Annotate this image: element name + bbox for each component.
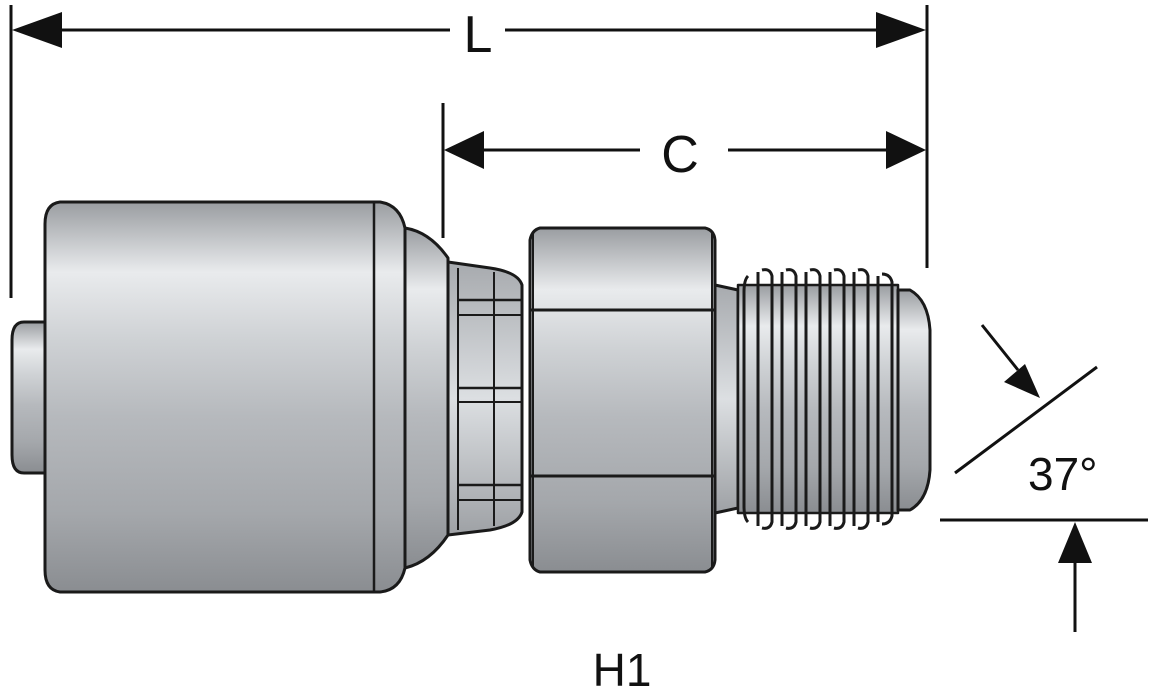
thread-ridges bbox=[742, 268, 900, 530]
neck bbox=[403, 226, 450, 570]
center-dimension: C bbox=[444, 126, 926, 184]
fitting bbox=[10, 200, 932, 594]
thread-body bbox=[736, 283, 900, 515]
center-arrow-left bbox=[444, 131, 484, 169]
hose-stub bbox=[10, 320, 52, 475]
part-label: H1 bbox=[593, 644, 652, 694]
angle-arrow-bottom bbox=[1058, 522, 1092, 563]
angle-arrow-top bbox=[1004, 364, 1040, 398]
angle-flare-line bbox=[954, 365, 1098, 475]
hex-nut bbox=[528, 226, 717, 574]
angle-label: 37° bbox=[1028, 448, 1098, 500]
extension-lines bbox=[9, 5, 929, 298]
center-label: C bbox=[661, 126, 699, 184]
length-dimension: L bbox=[12, 6, 926, 64]
thread-shoulder bbox=[713, 283, 740, 515]
length-arrow-left bbox=[12, 12, 62, 48]
length-arrow-right bbox=[876, 12, 926, 48]
ferrule bbox=[43, 200, 407, 594]
center-arrow-right bbox=[886, 131, 926, 169]
flare-nose bbox=[896, 288, 932, 512]
length-label: L bbox=[464, 6, 493, 64]
angle-indicator: 37° bbox=[940, 324, 1148, 632]
crimp-collar bbox=[446, 260, 524, 537]
